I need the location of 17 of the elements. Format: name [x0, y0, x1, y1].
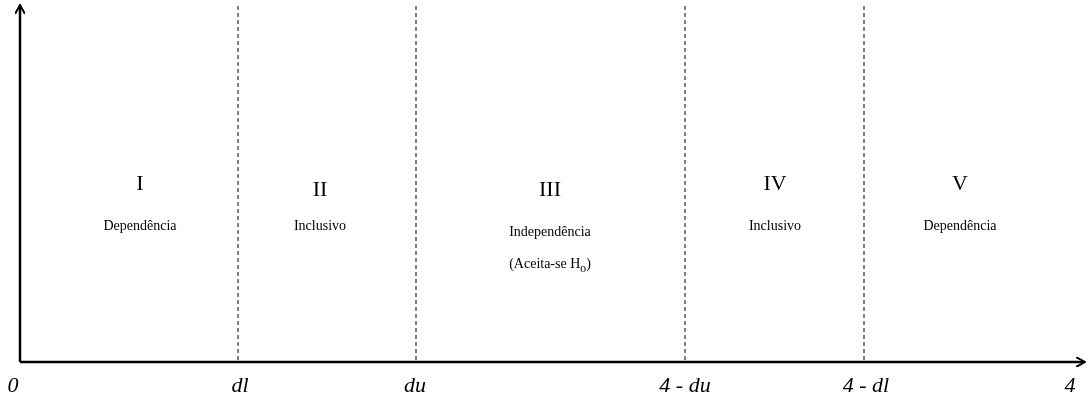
- region-numeral: IV: [763, 170, 787, 196]
- region-label: Independência: [509, 224, 591, 240]
- tick-label: 4 - dl: [842, 372, 890, 398]
- tick-label: 4: [1064, 372, 1076, 398]
- region-label: Inclusivo: [748, 218, 802, 234]
- region-numeral: V: [952, 170, 968, 196]
- tick-label: du: [404, 372, 426, 398]
- region-numeral: I: [136, 170, 144, 196]
- region-label: (Aceita-se H$_{o}$): [509, 256, 591, 275]
- tick-label: 4 - du: [659, 372, 711, 398]
- region-numeral: III: [539, 176, 561, 202]
- tick-label: dl: [231, 372, 249, 398]
- tick-label: 0: [7, 372, 19, 398]
- region-label: Inclusivo: [293, 218, 347, 234]
- region-numeral: II: [312, 176, 328, 202]
- region-label: Dependência: [103, 218, 177, 234]
- region-label: Dependência: [923, 218, 997, 234]
